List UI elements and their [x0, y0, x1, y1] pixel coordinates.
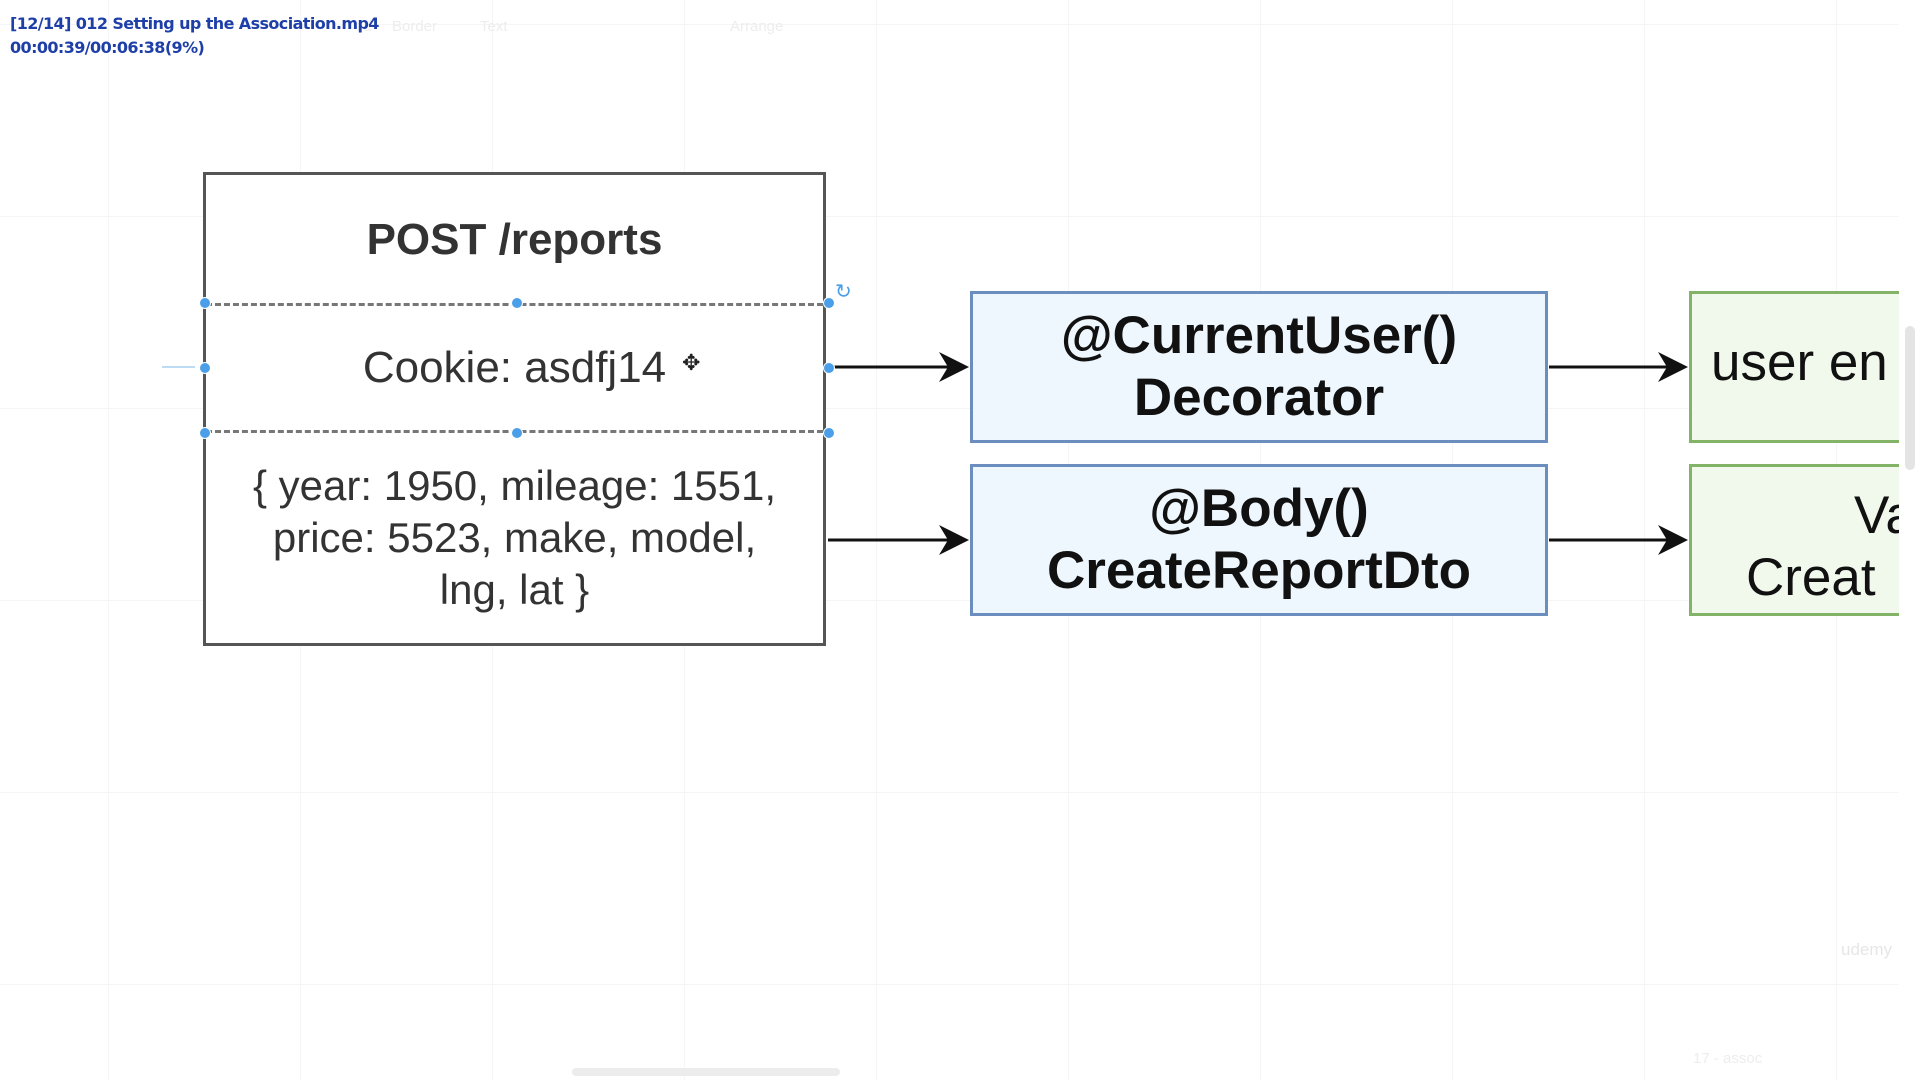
current-user-decorator-box[interactable]: @CurrentUser() Decorator	[970, 291, 1548, 443]
player-overlay: [12/14] 012 Setting up the Association.m…	[10, 12, 379, 60]
selection-handle-top-right[interactable]	[823, 297, 835, 309]
box-line: @Body()	[1149, 479, 1369, 538]
video-timecode: 00:00:39/00:06:38(9%)	[10, 38, 205, 57]
box-line: user en	[1711, 333, 1888, 392]
selection-handle-bottom-left[interactable]	[199, 427, 211, 439]
horizontal-scrollbar[interactable]	[572, 1068, 840, 1076]
request-title: POST /reports	[366, 215, 663, 264]
selection-handle-middle-left[interactable]	[199, 362, 211, 374]
toolbar-item-ghost: ed	[355, 18, 372, 35]
user-entity-box[interactable]: user en	[1689, 291, 1920, 443]
cookie-text: Cookie: asdfj14	[362, 343, 667, 392]
selection-handle-bottom-right[interactable]	[823, 427, 835, 439]
selection-handle-bottom-center[interactable]	[511, 427, 523, 439]
body-line: { year: 1950, mileage: 1551,	[252, 462, 777, 509]
move-cursor-icon: ✥	[682, 350, 701, 375]
selection-handle-top-left[interactable]	[199, 297, 211, 309]
video-file-title: [12/14] 012 Setting up the Association.m…	[10, 14, 379, 33]
request-body-text: { year: 1950, mileage: 1551, price: 5523…	[206, 433, 823, 643]
selection-handle-middle-right[interactable]	[823, 362, 835, 374]
request-box[interactable]: POST /reports Cookie: asdfj14 { year: 19…	[203, 172, 826, 646]
selection-handle-top-center[interactable]	[511, 297, 523, 309]
toolbar-item-ghost: Border	[392, 18, 438, 35]
toolbar-item-ghost: Arrange	[730, 18, 784, 35]
vertical-scrollbar[interactable]	[1905, 326, 1915, 470]
viewport-edge	[1899, 0, 1920, 1080]
box-line: Creat	[1746, 548, 1876, 607]
toolbar-item-ghost: Text	[480, 18, 508, 35]
body-line: price: 5523, make, model,	[272, 514, 757, 561]
validate-dto-box[interactable]: Va Creat	[1689, 464, 1920, 616]
body-line: lng, lat }	[439, 566, 590, 613]
body-decorator-box[interactable]: @Body() CreateReportDto	[970, 464, 1548, 616]
rotate-handle-icon[interactable]: ↻	[835, 281, 852, 303]
udemy-watermark: udemy	[1841, 940, 1893, 959]
box-line: CreateReportDto	[1046, 541, 1472, 600]
box-line: @CurrentUser()	[1060, 306, 1458, 365]
box-line: Decorator	[1133, 368, 1385, 427]
page-tab-ghost: 17 - assoc	[1693, 1050, 1763, 1067]
cookie-row-selected[interactable]: Cookie: asdfj14	[206, 303, 823, 433]
